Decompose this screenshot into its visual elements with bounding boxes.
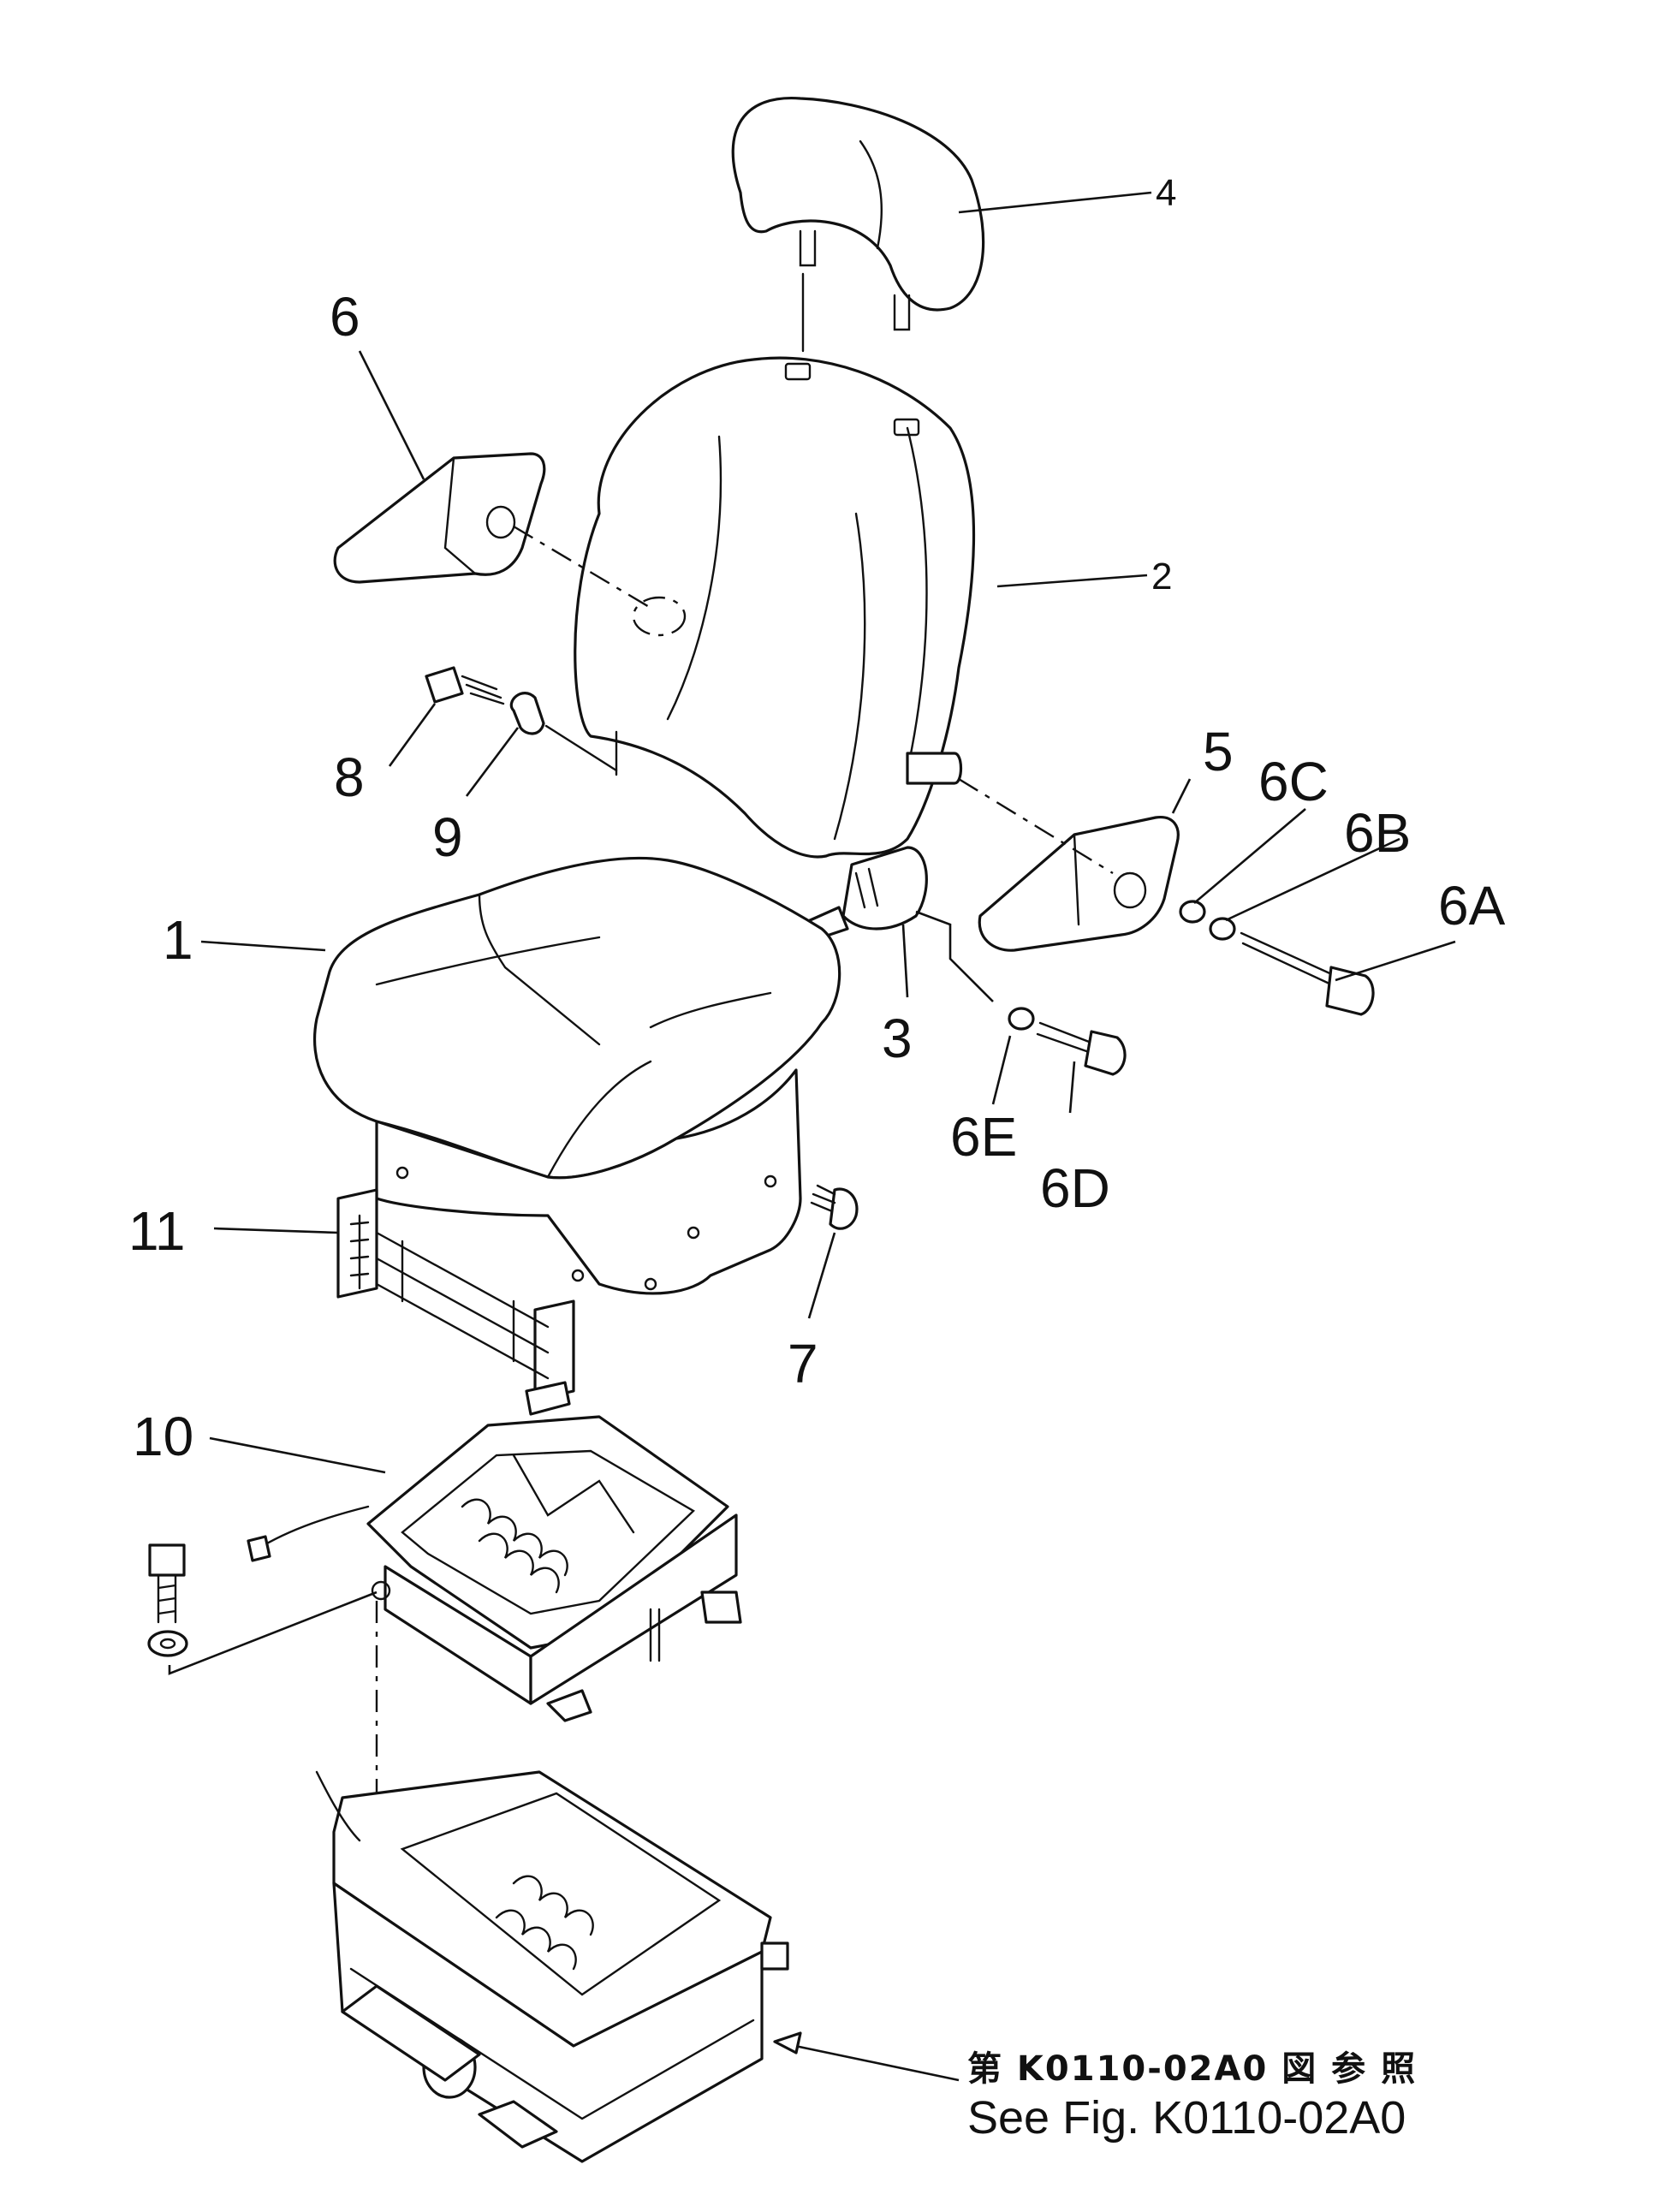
left-bolt-and-bushing [425, 666, 618, 776]
seat-cushion-part [312, 856, 841, 1295]
leader-lines [200, 191, 1456, 2082]
callout-8: 8 [334, 746, 365, 808]
callout-6b: 6B [1344, 802, 1411, 864]
callout-10: 10 [133, 1406, 193, 1467]
callout-3: 3 [882, 1008, 913, 1069]
right-washers-and-bolt [1179, 900, 1375, 1016]
callout-6e: 6E [950, 1106, 1017, 1168]
slide-rail-part [336, 1188, 575, 1416]
callout-7: 7 [788, 1333, 818, 1394]
callout-9: 9 [432, 806, 463, 868]
callout-labels: 4 6 2 5 6C 6B 6A 8 9 1 3 6E 6D 11 7 10 [128, 172, 1506, 1467]
callout-2: 2 [1151, 556, 1172, 598]
suspension-unit-part [315, 1601, 789, 2163]
suspension-frame-part [247, 1415, 742, 1722]
backrest-part [574, 356, 976, 859]
right-armrest-part [958, 777, 1180, 952]
callout-4: 4 [1156, 172, 1176, 214]
screw-part [810, 1184, 859, 1230]
figure-reference-english: See Fig. K0110-02A0 [967, 2092, 1406, 2144]
figure-reference: 第 K0110-02A0 図 参 照 See Fig. K0110-02A0 [967, 2049, 1417, 2144]
callout-6d: 6D [1040, 1157, 1110, 1219]
callout-1: 1 [163, 909, 193, 971]
callout-6: 6 [330, 286, 360, 348]
callout-5: 5 [1203, 721, 1234, 782]
callout-6a: 6A [1438, 875, 1506, 937]
left-armrest-part [333, 452, 651, 609]
callout-11: 11 [128, 1200, 185, 1262]
figure-reference-japanese: 第 K0110-02A0 図 参 照 [967, 2049, 1417, 2089]
bracket-washer-and-bolt [1008, 1007, 1127, 1076]
mounting-bolt-and-washer [147, 1543, 378, 1675]
callout-6c: 6C [1258, 751, 1329, 812]
headrest-part [731, 97, 985, 353]
